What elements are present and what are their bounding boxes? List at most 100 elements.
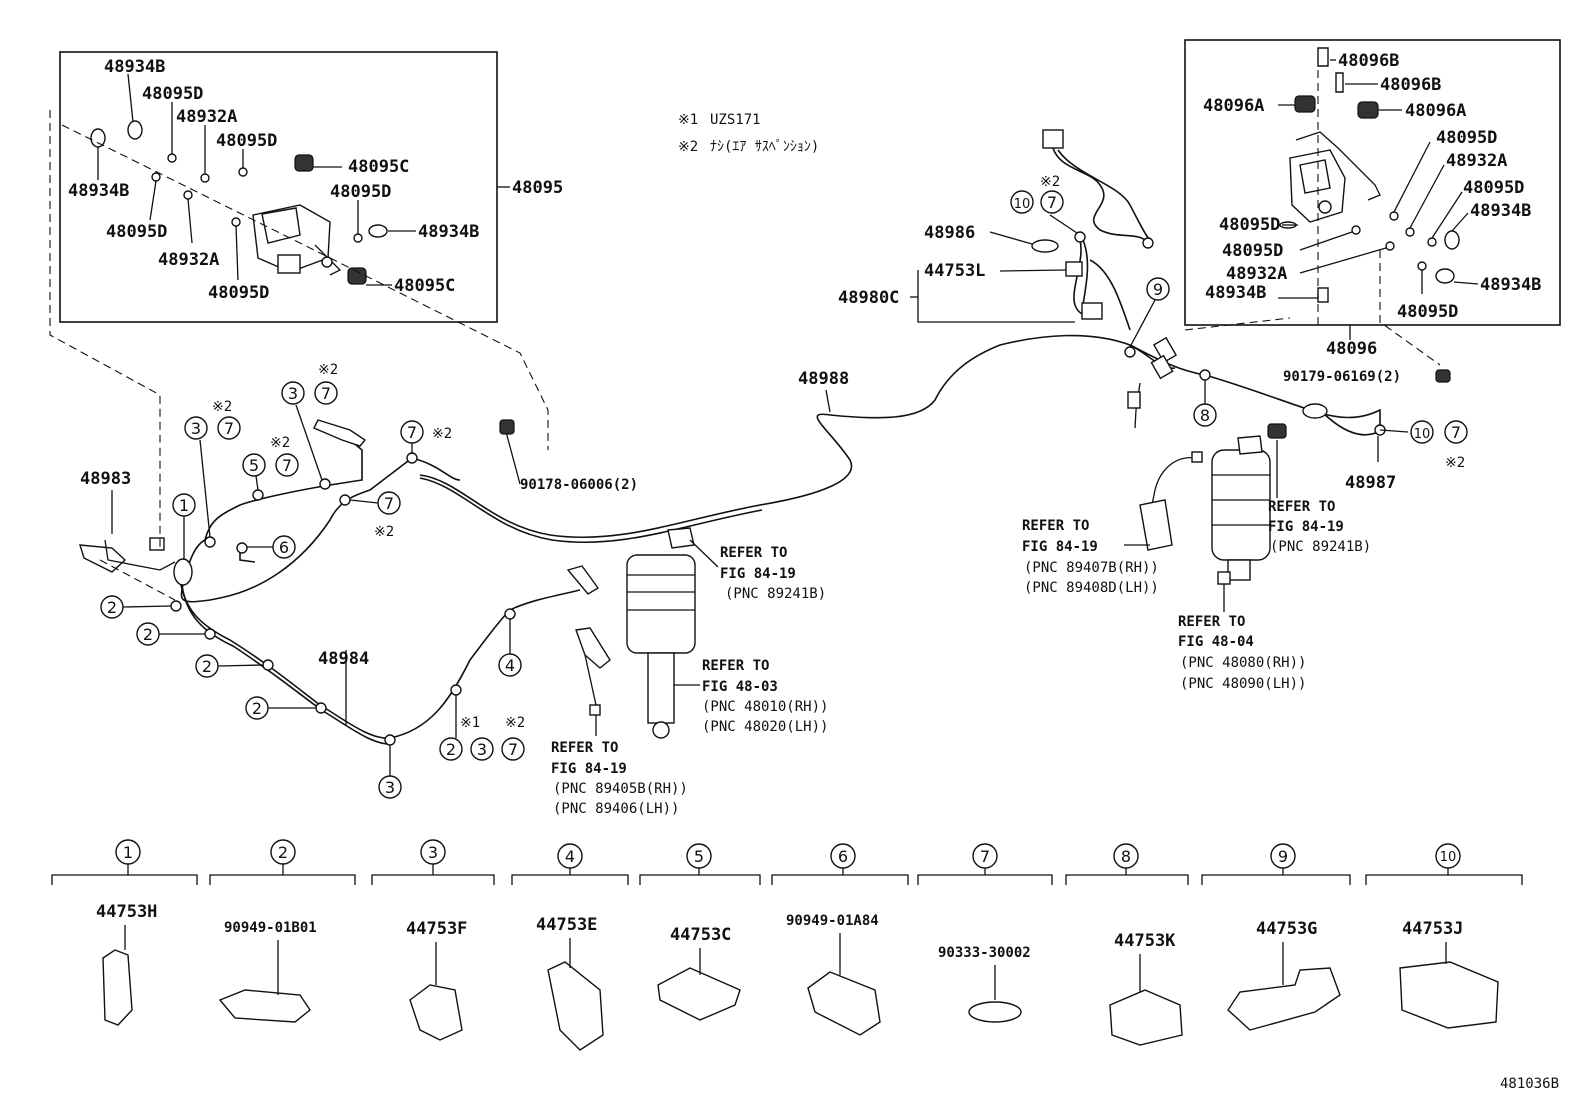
assembly-48096-part-label[interactable]: 48096A <box>1405 101 1466 121</box>
assembly-48095-part-label[interactable]: 48095D <box>330 182 391 202</box>
part-label-48983[interactable]: 48983 <box>80 469 131 489</box>
note2-marker: ※2 <box>1040 174 1060 190</box>
clip-marker[interactable]: 2 <box>136 622 160 646</box>
assembly-48095-part-label[interactable]: 48095C <box>348 157 409 177</box>
legend-item[interactable]: 9 44753G <box>1201 843 1351 1031</box>
part-label-48988[interactable]: 48988 <box>798 369 849 389</box>
assembly-48095-part-label[interactable]: 48095D <box>208 283 269 303</box>
air-spring-shock-rear-icon <box>1211 423 1287 612</box>
clip-marker[interactable]: 1 <box>172 493 196 517</box>
clip-marker[interactable]: 7 <box>400 420 424 444</box>
clip-marker[interactable]: 2 <box>245 696 269 720</box>
reference-link[interactable]: FIG 84-19 <box>1268 519 1344 535</box>
legend-item[interactable]: 4 44753E <box>511 843 629 1051</box>
assembly-48096-part-label[interactable]: 48095D <box>1436 128 1497 148</box>
svg-text:4: 4 <box>505 656 515 675</box>
part-label-48980c[interactable]: 48980C <box>838 288 899 308</box>
svg-text:8: 8 <box>1121 847 1131 866</box>
svg-text:3: 3 <box>428 843 438 862</box>
assembly-48095-part-label[interactable]: 48932A <box>158 250 219 270</box>
clip-marker[interactable]: 3 <box>378 775 402 799</box>
part-label-48987[interactable]: 48987 <box>1345 473 1396 493</box>
assembly-48096-label[interactable]: 48096 <box>1326 339 1377 359</box>
reference-line: (PNC 89407B(RH)) <box>1024 560 1159 576</box>
assembly-48096-part-label[interactable]: 48932A <box>1446 151 1507 171</box>
clip-marker[interactable]: 3 7 <box>184 416 241 440</box>
svg-text:7: 7 <box>407 423 417 442</box>
svg-text:7: 7 <box>1047 193 1057 212</box>
note2-text: ﾅｼ(ｴｱ ｻｽﾍﾟﾝｼｮﾝ) <box>710 139 819 155</box>
pipe-48984: 48983 48984 90178-06006(2) <box>49 110 638 746</box>
svg-text:9: 9 <box>1153 280 1163 299</box>
part-label-44753l[interactable]: 44753L <box>924 261 985 281</box>
legend-item[interactable]: 3 44753F <box>371 839 495 1041</box>
note2-marker: ※2 <box>1445 455 1465 471</box>
assembly-48095-part-label[interactable]: 48934B <box>418 222 479 242</box>
assembly-48095: 48095 <box>59 51 563 450</box>
assembly-48096-part-label[interactable]: 48096A <box>1203 96 1264 116</box>
legend-item[interactable]: 10 44753J <box>1365 843 1523 1029</box>
assembly-48095-part-label[interactable]: 48095D <box>142 84 203 104</box>
note2-mark: ※2 <box>678 139 698 155</box>
clip-44753h-icon <box>102 949 133 1026</box>
assembly-48096-part-label[interactable]: 48095D <box>1222 241 1283 261</box>
assembly-48095-part-label[interactable]: 48932A <box>176 107 237 127</box>
reference-link[interactable]: FIG 48-03 <box>702 679 778 695</box>
clip-marker[interactable]: 3 7 <box>281 381 338 405</box>
clip-marker[interactable]: 2 3 7 <box>439 737 525 761</box>
legend-item[interactable]: 8 44753K <box>1065 843 1189 1046</box>
clip-marker[interactable]: 10 7 <box>1010 190 1064 214</box>
assembly-48096-part-label[interactable]: 48095D <box>1219 215 1280 235</box>
assembly-48096-part-label[interactable]: 48934B <box>1480 275 1541 295</box>
reference-line: (PNC 48090(LH)) <box>1180 676 1306 692</box>
clip-marker[interactable]: 2 <box>100 595 124 619</box>
assembly-48096-part-label[interactable]: 48096B <box>1380 75 1441 95</box>
assembly-48096-frame <box>1184 39 1561 326</box>
cap-90333-30002-icon <box>968 1001 1022 1023</box>
assembly-48095-part-label[interactable]: 48934B <box>104 57 165 77</box>
reference-link[interactable]: FIG 48-04 <box>1178 634 1254 650</box>
note1-mark: ※1 <box>678 112 698 128</box>
reference-link[interactable]: FIG 84-19 <box>720 566 796 582</box>
assembly-48095-part-label[interactable]: 48095D <box>106 222 167 242</box>
assembly-48096-part-label[interactable]: 48934B <box>1205 283 1266 303</box>
legend-part-number: 44753K <box>1114 931 1176 951</box>
assembly-48096-part-label[interactable]: 48096B <box>1338 51 1399 71</box>
clip-marker[interactable]: 5 7 <box>242 453 299 477</box>
clip-marker[interactable]: 10 7 <box>1410 420 1468 444</box>
clip-marker[interactable]: 9 <box>1146 277 1170 301</box>
assembly-48096-part-label[interactable]: 48095D <box>1397 302 1458 322</box>
assembly-48095-part-label[interactable]: 48095D <box>216 131 277 151</box>
clip-marker[interactable]: 7 <box>377 491 401 515</box>
assembly-48096-part-label[interactable]: 48095D <box>1463 178 1524 198</box>
clip-marker[interactable]: 2 <box>195 654 219 678</box>
clip-marker[interactable]: 4 <box>498 653 522 677</box>
assembly-48095-part-label[interactable]: 48934B <box>68 181 129 201</box>
legend-item[interactable]: 1 44753H <box>51 839 198 1026</box>
assembly-48096-part-label[interactable]: 48934B <box>1470 201 1531 221</box>
clip-marker[interactable]: 8 <box>1193 403 1217 427</box>
clip-marker[interactable]: 6 <box>272 535 296 559</box>
assembly-48096-part-label[interactable]: 48932A <box>1226 264 1287 284</box>
part-label-48986[interactable]: 48986 <box>924 223 975 243</box>
part-label-90178[interactable]: 90178-06006(2) <box>520 477 638 493</box>
clip-44753e-icon <box>547 961 604 1051</box>
height-control-valve-right-icon <box>1279 47 1460 303</box>
legend-item[interactable]: 6 90949-01A84 <box>771 843 909 1036</box>
part-label-90179[interactable]: 90179-06169(2) <box>1283 369 1401 385</box>
reference-line: (PNC 89241B) <box>1270 539 1371 555</box>
svg-text:3: 3 <box>477 740 487 759</box>
legend-item[interactable]: 5 44753C <box>639 843 761 1021</box>
part-label-48984[interactable]: 48984 <box>318 649 369 669</box>
assembly-48095-part-label[interactable]: 48095C <box>394 276 455 296</box>
svg-text:7: 7 <box>384 494 394 513</box>
reference-link[interactable]: FIG 84-19 <box>551 761 627 777</box>
legend-item[interactable]: 2 90949-01B01 <box>209 839 356 1023</box>
assembly-48095-label[interactable]: 48095 <box>512 178 563 198</box>
assembly-48096: 48096 <box>1184 39 1561 385</box>
reference-notes: REFER TO FIG 84-19 (PNC 89241B) REFER TO… <box>551 499 1371 817</box>
height-sensor-rear-icon <box>1124 451 1203 551</box>
legend-item[interactable]: 7 90333-30002 <box>917 843 1053 1023</box>
reference-link[interactable]: FIG 84-19 <box>1022 539 1098 555</box>
